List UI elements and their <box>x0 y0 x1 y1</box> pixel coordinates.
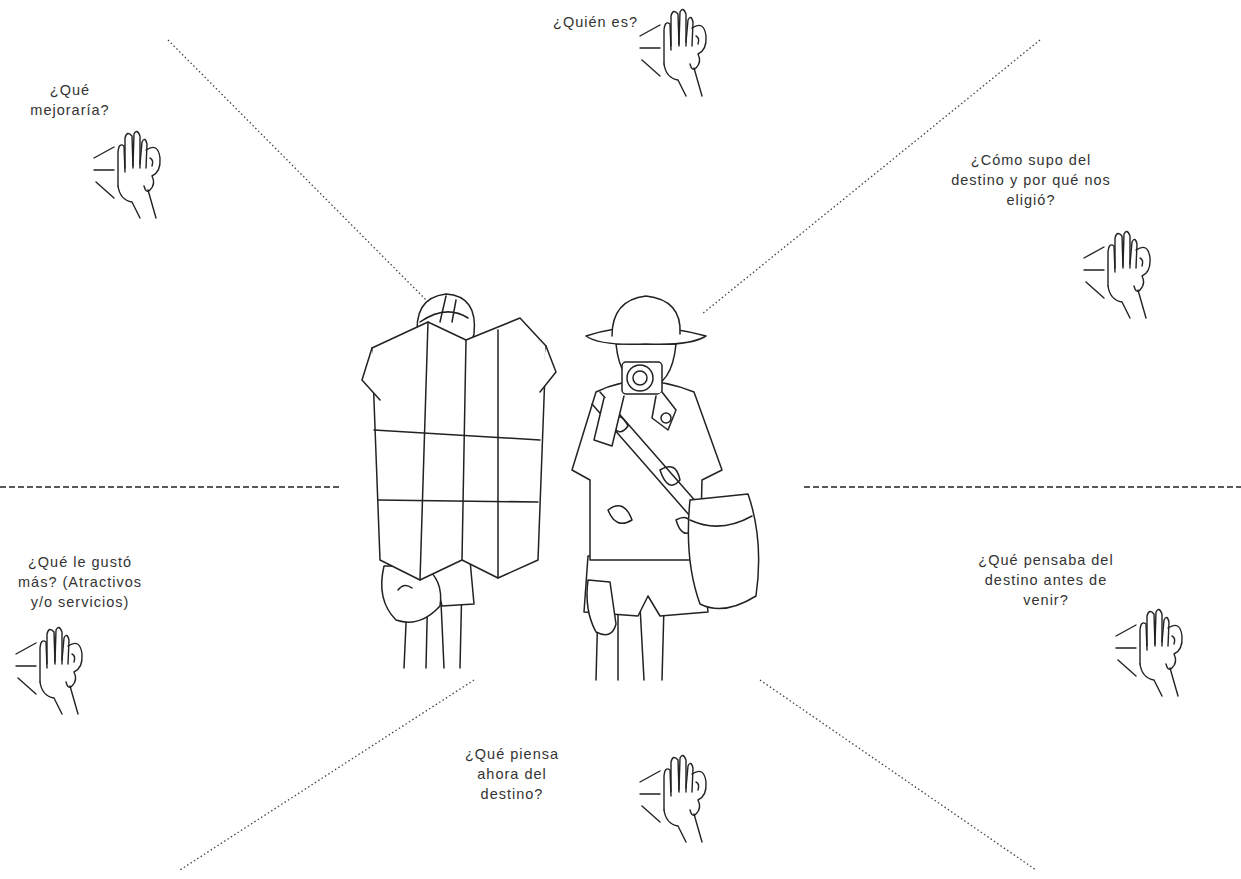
question-label: ¿Qué pensaba del destino antes de venir? <box>968 550 1124 610</box>
question-label: ¿Qué mejoraría? <box>18 80 122 120</box>
question-label: ¿Qué le gustó más? (Atractivos y/o servi… <box>6 552 154 612</box>
question-label: ¿Quién es? <box>520 12 638 32</box>
question-label: ¿Cómo supo del destino y por qué nos eli… <box>942 150 1120 210</box>
question-label: ¿Qué piensa ahora del destino? <box>452 744 572 804</box>
